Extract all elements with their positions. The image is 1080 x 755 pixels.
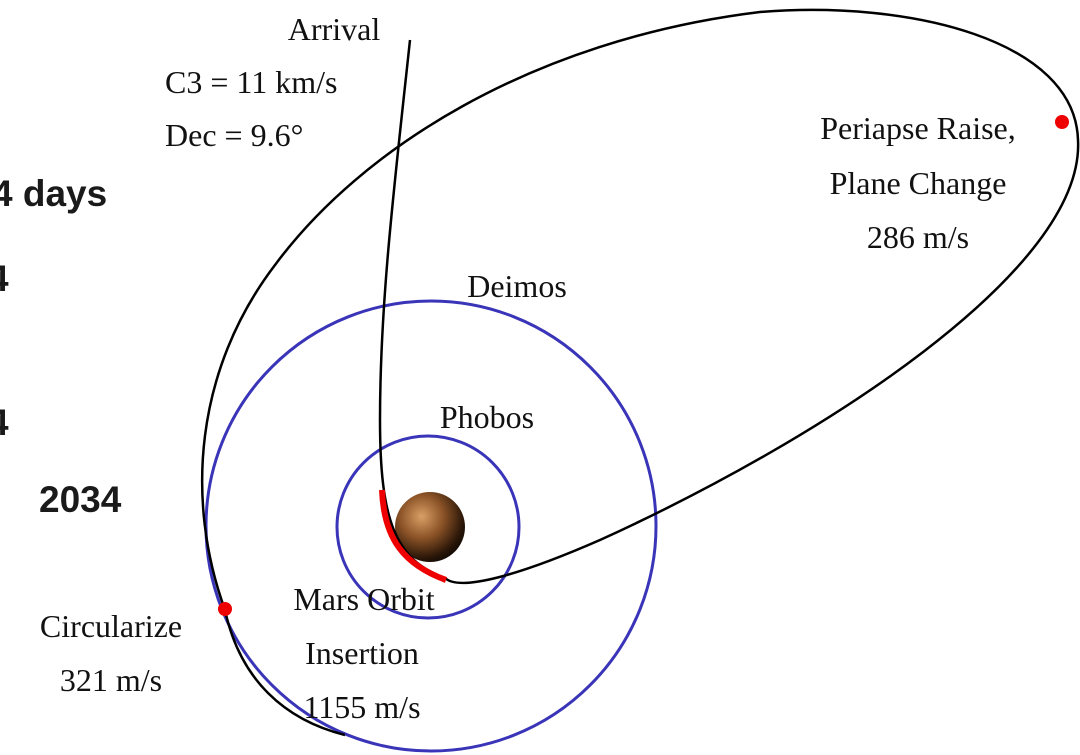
periapse-raise-line1: Periapse Raise,: [820, 110, 1016, 146]
arrival-declination: Dec = 9.6°: [165, 117, 303, 153]
phobos-orbit: [335, 434, 521, 620]
left-fragment-year: 2034: [39, 479, 122, 520]
left-fragment-days: 4 days: [0, 173, 107, 214]
circularized-segment: [223, 609, 346, 737]
periapse-raise-burn-point: [1055, 115, 1069, 129]
periapse-raise-line2: Plane Change: [830, 165, 1007, 201]
periapse-raise-dv: 286 m/s: [867, 219, 969, 255]
moi-dv: 1155 m/s: [303, 689, 420, 725]
phobos-label: Phobos: [440, 399, 534, 435]
arrival-trajectory: [378, 39, 446, 580]
moi-burn-arc: [379, 489, 448, 583]
arrival-c3: C3 = 11 km/s: [165, 64, 337, 100]
transfer-orbit: [200, 8, 1080, 611]
circularize-burn-point: [218, 602, 232, 616]
mars-planet: [395, 492, 465, 562]
arrival-title: Arrival: [288, 11, 381, 47]
circularize-dv: 321 m/s: [60, 662, 162, 698]
deimos-label: Deimos: [467, 268, 567, 304]
moi-line2: Insertion: [305, 635, 419, 671]
deimos-orbit: [204, 299, 658, 753]
moi-line1: Mars Orbit: [293, 581, 434, 617]
left-fragment-a: 4: [0, 258, 9, 299]
left-fragment-b: 4: [0, 402, 9, 443]
circularize-line1: Circularize: [40, 608, 182, 644]
